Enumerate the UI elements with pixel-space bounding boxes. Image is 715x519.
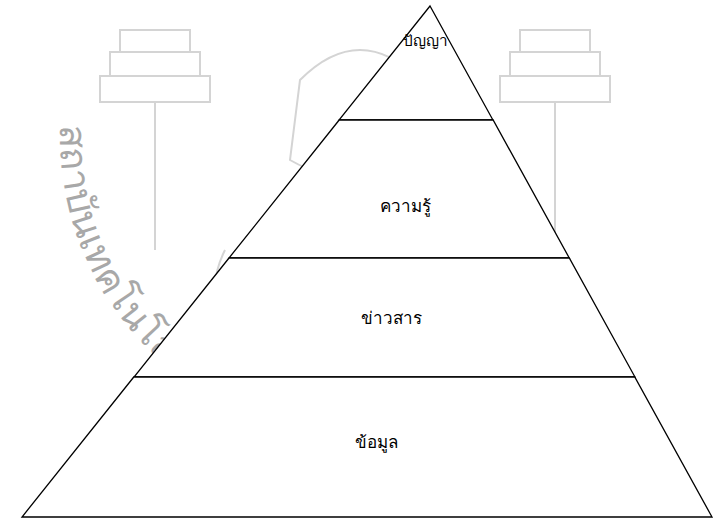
emblem-tier xyxy=(510,52,600,76)
emblem-pole xyxy=(554,102,556,250)
pyramid-band: ปัญญา xyxy=(339,6,493,120)
emblem-tier xyxy=(500,76,610,102)
band-outline xyxy=(229,120,569,258)
band-shape xyxy=(22,377,712,517)
pyramid-band: ความรู้ xyxy=(229,120,569,258)
band-label: ข่าวสาร xyxy=(361,307,422,329)
band-label: ปัญญา xyxy=(403,32,448,52)
pyramid-band: ข่าวสาร xyxy=(134,258,635,377)
band-label: ข้อมูล xyxy=(355,431,398,453)
band-shape xyxy=(339,6,493,120)
band-shape xyxy=(134,258,635,377)
emblem-tier xyxy=(100,76,210,102)
band-label: ความรู้ xyxy=(380,195,431,217)
emblem-tier xyxy=(110,52,200,76)
band-outline xyxy=(339,6,493,120)
emblem-pole xyxy=(154,102,156,250)
band-shape xyxy=(229,120,569,258)
pyramid-band: ข้อมูล xyxy=(22,377,712,517)
emblem-tier xyxy=(520,30,590,52)
emblem-tier xyxy=(120,30,190,52)
